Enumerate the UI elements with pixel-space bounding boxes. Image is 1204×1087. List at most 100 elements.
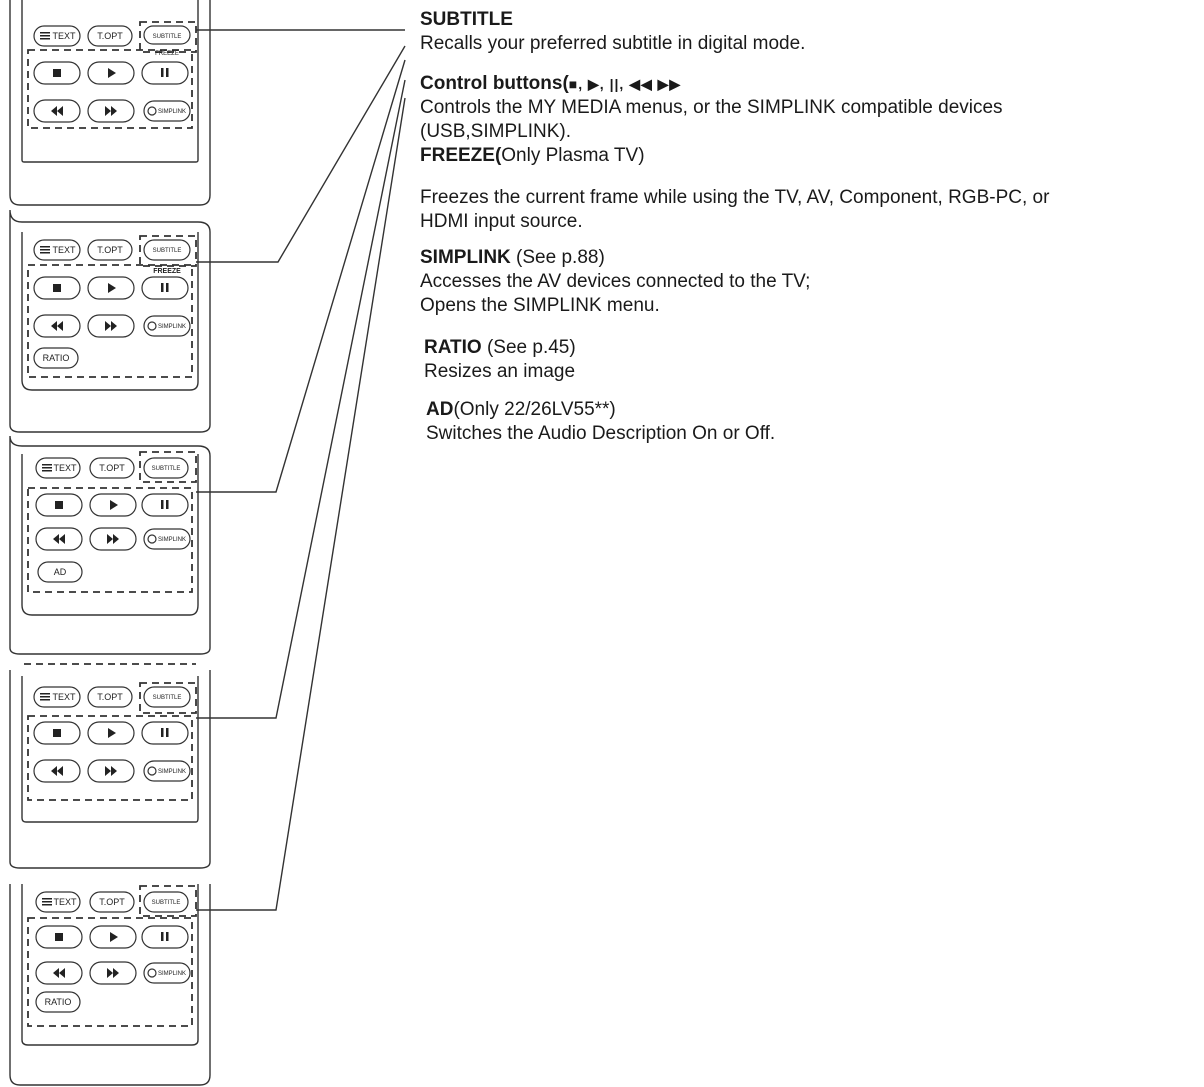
simplink-button-label: SIMPLINK (158, 537, 186, 543)
play-icon (108, 283, 116, 293)
subtitle-button-label: SUBTITLE (153, 34, 182, 40)
play-icon (108, 728, 116, 738)
rewind-button[interactable] (33, 314, 81, 338)
stop-button[interactable] (35, 925, 83, 949)
play-button[interactable] (87, 721, 135, 745)
play-button[interactable] (87, 61, 135, 85)
text-button-label: TEXT (52, 31, 76, 41)
stop-button[interactable] (33, 721, 81, 745)
subtitle-button[interactable]: SUBTITLE (143, 25, 191, 45)
ad-button-label: AD (54, 567, 67, 577)
forward-button[interactable] (87, 759, 135, 783)
desc-ad-text: Switches the Audio Description On or Off… (426, 423, 776, 444)
rewind-button[interactable] (33, 759, 81, 783)
forward-button[interactable] (89, 961, 137, 985)
freeze-label: FREEZE (155, 51, 179, 57)
rewind-icon (51, 766, 63, 776)
stop-button[interactable] (33, 61, 81, 85)
desc-ad: AD(Only 22/26LV55**) Switches the Audio … (426, 398, 1200, 446)
text-button[interactable]: TEXT (33, 25, 81, 47)
stop-icon (55, 933, 63, 941)
text-button[interactable]: TEXT (33, 239, 81, 261)
text-button-label: TEXT (53, 463, 77, 473)
pause-button[interactable] (141, 721, 189, 745)
rewind-icon (53, 968, 65, 978)
topt-button-label: T.OPT (99, 897, 125, 907)
topt-button[interactable]: T.OPT (87, 686, 133, 708)
rewind-button[interactable] (33, 99, 81, 123)
desc-freeze-title: FREEZE( (420, 145, 502, 166)
desc-control-line2: (USB,SIMPLINK). (420, 121, 571, 142)
freeze-label: FREEZE (153, 268, 181, 275)
pause-icon (161, 68, 169, 77)
topt-button[interactable]: T.OPT (87, 25, 133, 47)
forward-button[interactable] (87, 99, 135, 123)
desc-simplink-line2: Opens the SIMPLINK menu. (420, 295, 660, 316)
text-button-label: TEXT (52, 245, 76, 255)
simplink-button-label: SIMPLINK (158, 324, 186, 330)
callout-line-2 (196, 45, 406, 263)
simplink-button-label: SIMPLINK (158, 971, 186, 977)
forward-button[interactable] (89, 527, 137, 551)
desc-simplink-line1: Accesses the AV devices connected to the… (420, 271, 811, 292)
desc-freeze: FREEZE(Only Plasma TV) (420, 144, 1200, 168)
pause-button[interactable] (141, 493, 189, 517)
rewind-button[interactable] (35, 527, 83, 551)
ad-button[interactable]: AD (37, 561, 83, 583)
rewind-button[interactable] (35, 961, 83, 985)
pause-button[interactable] (141, 925, 189, 949)
control-symbols-icon: ■, ▶, ||, ◀◀ ▶▶ (568, 76, 682, 92)
desc-control-title: Control buttons( (420, 73, 569, 94)
ratio-button-label: RATIO (45, 997, 72, 1007)
topt-button[interactable]: T.OPT (89, 457, 135, 479)
play-icon (110, 500, 118, 510)
pause-icon (161, 283, 169, 292)
subtitle-button[interactable]: SUBTITLE (143, 891, 189, 913)
simplink-button[interactable]: SIMPLINK (143, 100, 191, 122)
topt-button[interactable]: T.OPT (87, 239, 133, 261)
desc-ad-title: AD (426, 399, 454, 420)
fast-forward-icon (105, 766, 117, 776)
text-button[interactable]: TEXT (35, 891, 81, 913)
desc-freeze-line2: HDMI input source. (420, 211, 583, 232)
topt-button[interactable]: T.OPT (89, 891, 135, 913)
play-button[interactable] (89, 493, 137, 517)
topt-button-label: T.OPT (99, 463, 125, 473)
topt-button-label: T.OPT (97, 31, 123, 41)
stop-button[interactable] (35, 493, 83, 517)
desc-ratio: RATIO (See p.45) Resizes an image (424, 336, 1200, 384)
simplink-button[interactable]: SIMPLINK (143, 315, 191, 337)
simplink-button[interactable]: SIMPLINK (143, 528, 191, 550)
ratio-button-label: RATIO (43, 353, 70, 363)
desc-ratio-ref: (See p.45) (481, 337, 576, 358)
topt-button-label: T.OPT (97, 692, 123, 702)
stop-icon (53, 69, 61, 77)
desc-ratio-text: Resizes an image (424, 361, 576, 382)
callout-line-4 (196, 79, 406, 719)
subtitle-button[interactable]: SUBTITLE (143, 686, 191, 708)
stop-icon (53, 729, 61, 737)
forward-button[interactable] (87, 314, 135, 338)
text-button[interactable]: TEXT (35, 457, 81, 479)
simplink-button-label: SIMPLINK (158, 769, 186, 775)
play-button[interactable] (87, 276, 135, 300)
callout-lines (196, 29, 406, 911)
pause-button[interactable] (141, 61, 189, 85)
text-button[interactable]: TEXT (33, 686, 81, 708)
pause-button[interactable] (141, 276, 189, 300)
subtitle-button[interactable]: SUBTITLE (143, 457, 189, 479)
desc-control-line1: Controls the MY MEDIA menus, or the SIMP… (420, 97, 1003, 118)
subtitle-button[interactable]: SUBTITLE (143, 239, 191, 261)
desc-ad-ref: (Only 22/26LV55**) (453, 399, 616, 420)
desc-subtitle: SUBTITLE Recalls your preferred subtitle… (420, 8, 1200, 56)
simplink-button[interactable]: SIMPLINK (143, 962, 191, 984)
remote-1: TEXT T.OPT SUBTITLE FREEZE SIMPLINK (9, 0, 211, 206)
remote-4: TEXT T.OPT SUBTITLE SIMPLINK (9, 663, 211, 869)
play-button[interactable] (89, 925, 137, 949)
ratio-button[interactable]: RATIO (35, 991, 81, 1013)
ratio-button[interactable]: RATIO (33, 347, 79, 369)
fast-forward-icon (105, 321, 117, 331)
subtitle-button-label: SUBTITLE (153, 695, 182, 701)
simplink-button[interactable]: SIMPLINK (143, 760, 191, 782)
stop-button[interactable] (33, 276, 81, 300)
